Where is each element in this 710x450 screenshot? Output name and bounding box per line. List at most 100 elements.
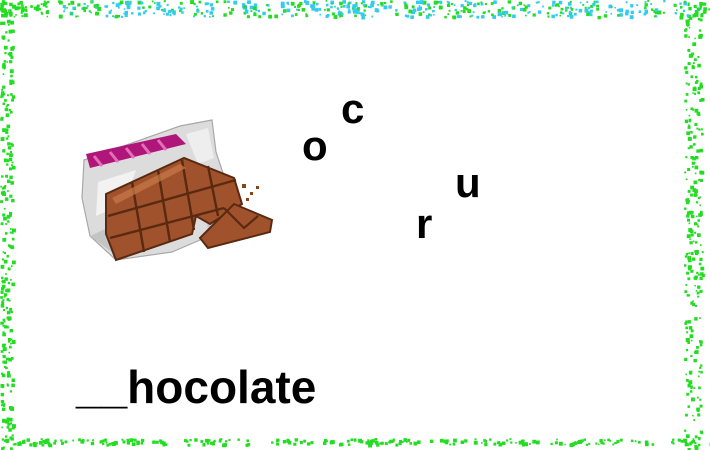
border-speck bbox=[353, 438, 357, 442]
border-speck bbox=[699, 82, 703, 86]
border-speck bbox=[527, 11, 530, 14]
border-speck bbox=[381, 4, 384, 7]
border-speck bbox=[1, 280, 3, 283]
border-speck bbox=[700, 364, 703, 367]
border-speck bbox=[686, 434, 690, 438]
border-speck bbox=[0, 137, 5, 141]
border-speck bbox=[294, 438, 298, 442]
border-speck bbox=[0, 222, 4, 226]
border-speck bbox=[685, 284, 688, 286]
border-speck bbox=[684, 207, 687, 210]
border-speck bbox=[112, 1, 115, 5]
border-speck bbox=[672, 438, 675, 441]
border-speck bbox=[10, 93, 13, 96]
border-speck bbox=[196, 8, 199, 11]
letter-tile-c[interactable]: c bbox=[341, 85, 365, 132]
border-speck bbox=[2, 331, 5, 334]
border-speck bbox=[429, 14, 433, 17]
border-speck bbox=[0, 117, 4, 121]
border-speck bbox=[6, 316, 10, 320]
border-speck bbox=[694, 86, 696, 89]
border-speck bbox=[244, 9, 249, 13]
border-speck bbox=[8, 108, 11, 112]
missing-letter-blank[interactable]: __ bbox=[76, 361, 128, 413]
border-speck bbox=[694, 108, 699, 113]
border-speck bbox=[6, 288, 11, 293]
border-speck bbox=[15, 14, 17, 16]
border-speck bbox=[688, 210, 693, 215]
border-speck bbox=[246, 1, 249, 4]
border-speck bbox=[0, 265, 5, 269]
border-speck bbox=[299, 1, 303, 6]
border-speck bbox=[4, 185, 7, 187]
letter-tile-r[interactable]: r bbox=[416, 200, 433, 247]
border-speck bbox=[699, 244, 702, 246]
border-speck bbox=[9, 69, 14, 74]
border-speck bbox=[2, 309, 5, 312]
border-speck bbox=[215, 0, 219, 4]
border-speck bbox=[570, 8, 574, 11]
border-speck bbox=[558, 441, 563, 446]
border-speck bbox=[518, 440, 523, 445]
border-speck bbox=[59, 0, 63, 5]
border-speck bbox=[699, 18, 703, 22]
border-speck bbox=[692, 42, 697, 47]
border-speck bbox=[10, 74, 13, 78]
border-speck bbox=[493, 0, 497, 4]
border-speck bbox=[698, 29, 702, 32]
border-speck bbox=[413, 441, 418, 446]
border-speck bbox=[696, 215, 698, 218]
border-speck bbox=[683, 1, 688, 6]
border-speck bbox=[11, 4, 14, 7]
border-speck bbox=[699, 289, 703, 293]
border-speck bbox=[86, 439, 89, 442]
letter-tile-o[interactable]: o bbox=[302, 122, 328, 169]
border-speck bbox=[693, 4, 697, 9]
border-speck bbox=[1, 438, 4, 441]
border-speck bbox=[687, 443, 690, 446]
border-speck bbox=[532, 13, 536, 17]
border-speck bbox=[2, 0, 4, 3]
border-speck bbox=[634, 440, 637, 443]
border-speck bbox=[77, 15, 79, 17]
border-speck bbox=[143, 11, 146, 15]
border-speck bbox=[696, 7, 700, 11]
border-speck bbox=[334, 5, 336, 8]
border-speck bbox=[0, 350, 4, 353]
border-speck bbox=[107, 443, 109, 446]
border-speck bbox=[673, 3, 677, 7]
border-speck bbox=[699, 5, 703, 8]
border-speck bbox=[699, 148, 703, 153]
border-speck bbox=[6, 254, 9, 258]
border-speck bbox=[10, 181, 14, 185]
border-speck bbox=[426, 3, 431, 7]
border-speck bbox=[12, 228, 16, 233]
border-speck bbox=[209, 11, 213, 15]
border-speck bbox=[388, 5, 392, 9]
border-speck bbox=[40, 11, 43, 14]
border-speck bbox=[109, 442, 112, 445]
border-speck bbox=[21, 4, 24, 7]
border-speck bbox=[36, 5, 39, 8]
border-speck bbox=[297, 4, 300, 8]
border-speck bbox=[294, 13, 298, 16]
border-speck bbox=[8, 299, 11, 302]
border-speck bbox=[472, 11, 475, 14]
border-speck bbox=[686, 331, 689, 334]
border-speck bbox=[9, 422, 13, 425]
border-speck bbox=[603, 14, 608, 18]
border-speck bbox=[7, 135, 10, 138]
border-speck bbox=[467, 9, 472, 13]
border-speck bbox=[477, 2, 480, 6]
border-speck bbox=[362, 0, 366, 4]
letter-tile-u[interactable]: u bbox=[455, 159, 481, 206]
border-speck bbox=[325, 0, 328, 2]
border-speck bbox=[10, 338, 13, 341]
border-speck bbox=[701, 432, 704, 435]
border-speck bbox=[21, 440, 26, 444]
border-speck bbox=[6, 159, 10, 162]
border-speck bbox=[74, 8, 76, 10]
border-speck bbox=[502, 441, 506, 445]
border-speck bbox=[695, 251, 699, 256]
border-speck bbox=[2, 102, 5, 105]
